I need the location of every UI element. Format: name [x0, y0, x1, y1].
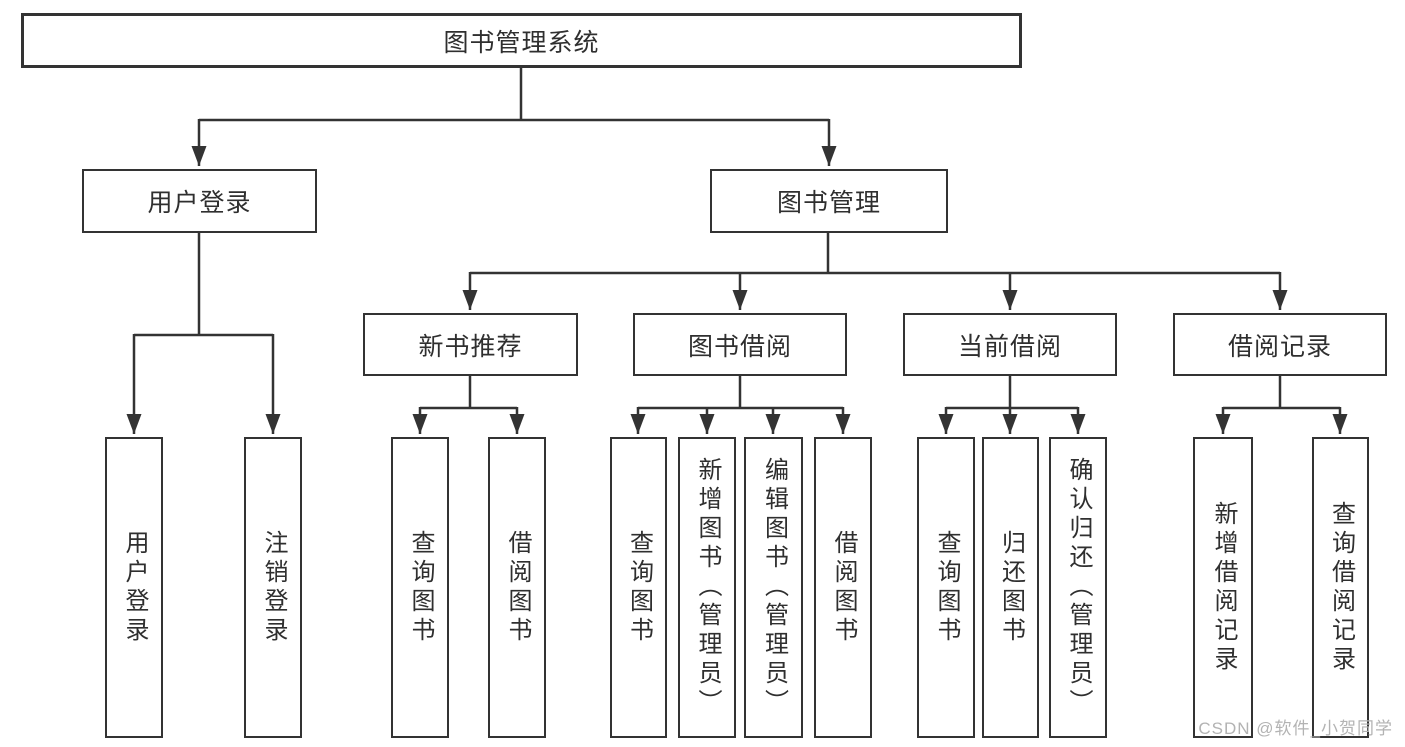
leaf-query-books-current: 查询图书	[917, 437, 975, 738]
node-user-login: 用户登录	[82, 169, 317, 233]
node-new-book-recommend-label: 新书推荐	[418, 332, 523, 361]
csdn-watermark: CSDN @软件_小贺同学	[1198, 719, 1393, 738]
node-current-borrow-label: 当前借阅	[957, 332, 1062, 361]
leaf-logout: 注销登录	[244, 437, 302, 738]
node-root: 图书管理系统	[21, 13, 1022, 68]
leaf-logout-label: 注销登录	[260, 529, 287, 646]
leaf-query-borrow-record: 查询借阅记录	[1312, 437, 1369, 738]
node-book-borrow-label: 图书借阅	[687, 332, 792, 361]
leaf-borrow-books-recommend-label: 借阅图书	[504, 529, 531, 646]
leaf-add-book-admin-label: 新增图书（管理员）	[694, 457, 721, 718]
leaf-edit-book-admin-label: 编辑图书（管理员）	[760, 457, 788, 718]
leaf-query-borrow-record-label: 查询借阅记录	[1327, 500, 1355, 675]
leaf-add-book-admin: 新增图书（管理员）	[678, 437, 736, 738]
leaf-query-books-recommend-label: 查询图书	[407, 529, 434, 646]
leaf-user-login: 用户登录	[105, 437, 163, 738]
leaf-return-book-label: 归还图书	[997, 529, 1025, 646]
leaf-query-books-borrow: 查询图书	[610, 437, 667, 738]
leaf-user-login-label: 用户登录	[121, 529, 148, 646]
leaf-edit-book-admin: 编辑图书（管理员）	[744, 437, 803, 738]
node-borrow-records: 借阅记录	[1173, 313, 1387, 376]
leaf-borrow-books-borrow: 借阅图书	[814, 437, 872, 738]
leaf-confirm-return-admin: 确认归还（管理员）	[1049, 437, 1107, 738]
leaf-query-books-recommend: 查询图书	[391, 437, 449, 738]
node-new-book-recommend: 新书推荐	[363, 313, 578, 376]
leaf-borrow-books-recommend: 借阅图书	[488, 437, 546, 738]
node-borrow-records-label: 借阅记录	[1227, 332, 1332, 361]
node-book-management: 图书管理	[710, 169, 948, 233]
leaf-query-books-current-label: 查询图书	[933, 529, 960, 646]
leaf-add-borrow-record: 新增借阅记录	[1193, 437, 1253, 738]
node-current-borrow: 当前借阅	[903, 313, 1117, 376]
node-book-management-label: 图书管理	[776, 189, 881, 217]
leaf-return-book: 归还图书	[982, 437, 1039, 738]
node-root-label: 图书管理系统	[443, 28, 600, 57]
leaf-confirm-return-admin-label: 确认归还（管理员）	[1065, 457, 1092, 718]
leaf-add-borrow-record-label: 新增借阅记录	[1210, 500, 1237, 675]
leaf-borrow-books-borrow-label: 借阅图书	[830, 529, 857, 646]
leaf-query-books-borrow-label: 查询图书	[625, 529, 653, 646]
node-user-login-label: 用户登录	[147, 189, 252, 217]
node-book-borrow: 图书借阅	[633, 313, 847, 376]
